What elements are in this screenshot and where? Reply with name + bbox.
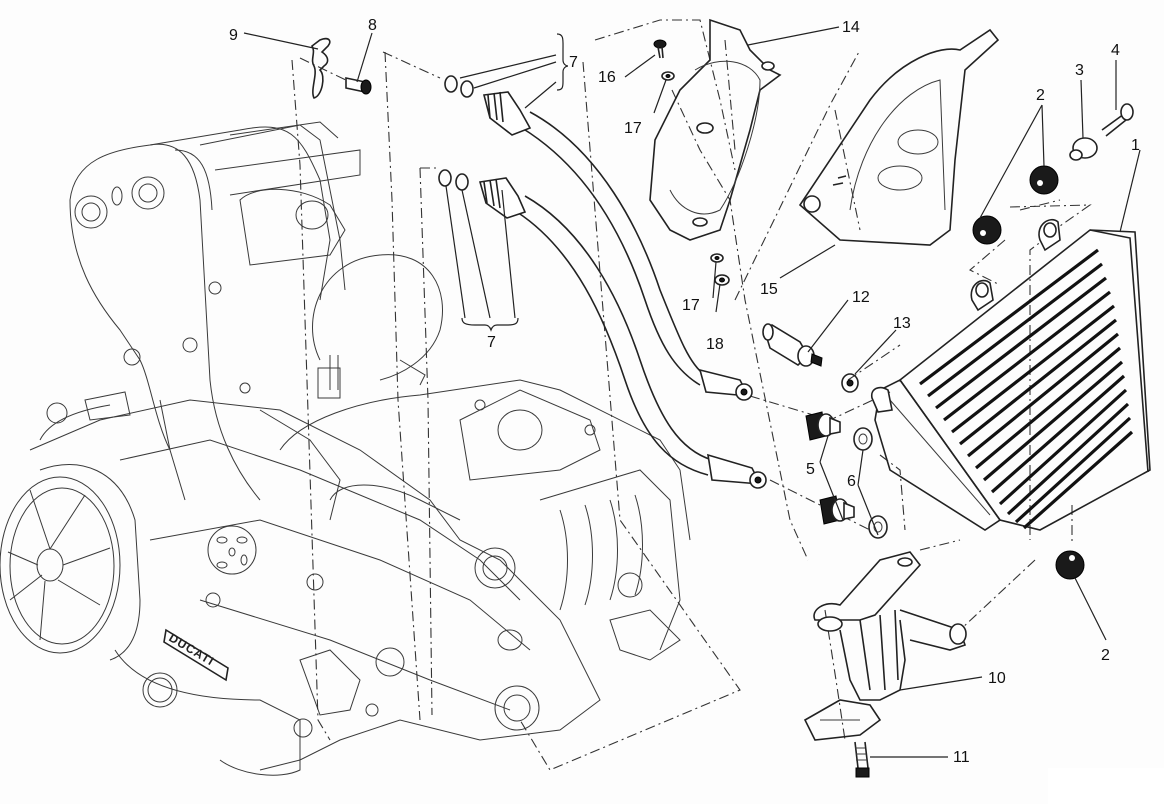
- callout-11: 11: [953, 749, 970, 766]
- callout-labels: 9 8 7 7 14 16 17 17 18 15 12 13 5 6 2 3 …: [229, 17, 1140, 766]
- support-bracket: [803, 551, 967, 741]
- callout-5: 5: [806, 461, 815, 478]
- screw-8: [345, 77, 372, 95]
- screw-16: [653, 39, 667, 59]
- callout-18: 18: [706, 336, 724, 353]
- callout-9: 9: [229, 27, 238, 44]
- callout-17-upper: 17: [624, 120, 642, 137]
- callout-15: 15: [760, 281, 778, 298]
- callout-4: 4: [1111, 42, 1120, 59]
- screw-4: [1101, 103, 1134, 137]
- corner-blank: [1048, 768, 1164, 804]
- leader-lines: [243, 26, 1141, 758]
- washers-17-18: [661, 71, 730, 286]
- callout-10: 10: [988, 670, 1006, 687]
- union-fittings-5: [805, 411, 855, 525]
- retaining-plate: [310, 37, 331, 99]
- washer-13: [841, 373, 859, 393]
- ducati-logo-plate: DUCATI: [163, 628, 229, 682]
- callout-2-lower: 2: [1101, 647, 1110, 664]
- engine-block: [0, 121, 691, 776]
- callout-17-lower: 17: [682, 297, 700, 314]
- callout-3: 3: [1075, 62, 1084, 79]
- right-cover: [798, 28, 1000, 246]
- screw-11: [854, 741, 870, 778]
- callout-7-lower: 7: [487, 334, 496, 351]
- callout-13: 13: [893, 315, 911, 332]
- grommets: [972, 165, 1085, 580]
- oil-cooler-radiator: [870, 218, 1151, 531]
- callout-6: 6: [847, 473, 856, 490]
- callout-1: 1: [1131, 137, 1140, 154]
- union-fitting-12: [762, 323, 823, 367]
- oil-hose-lower: [478, 177, 767, 489]
- callout-7-upper: 7: [569, 54, 578, 71]
- o-rings: [438, 75, 474, 191]
- left-cover: [649, 18, 782, 241]
- oil-hose-upper: [482, 91, 753, 401]
- assembly-lines: [291, 19, 1092, 771]
- callout-12: 12: [852, 289, 870, 306]
- callout-8: 8: [368, 17, 377, 34]
- bushing-3: [1069, 137, 1098, 161]
- ducati-logo-text: DUCATI: [166, 631, 216, 669]
- callout-14: 14: [842, 19, 860, 36]
- callout-16: 16: [598, 69, 616, 86]
- callout-2-upper: 2: [1036, 87, 1045, 104]
